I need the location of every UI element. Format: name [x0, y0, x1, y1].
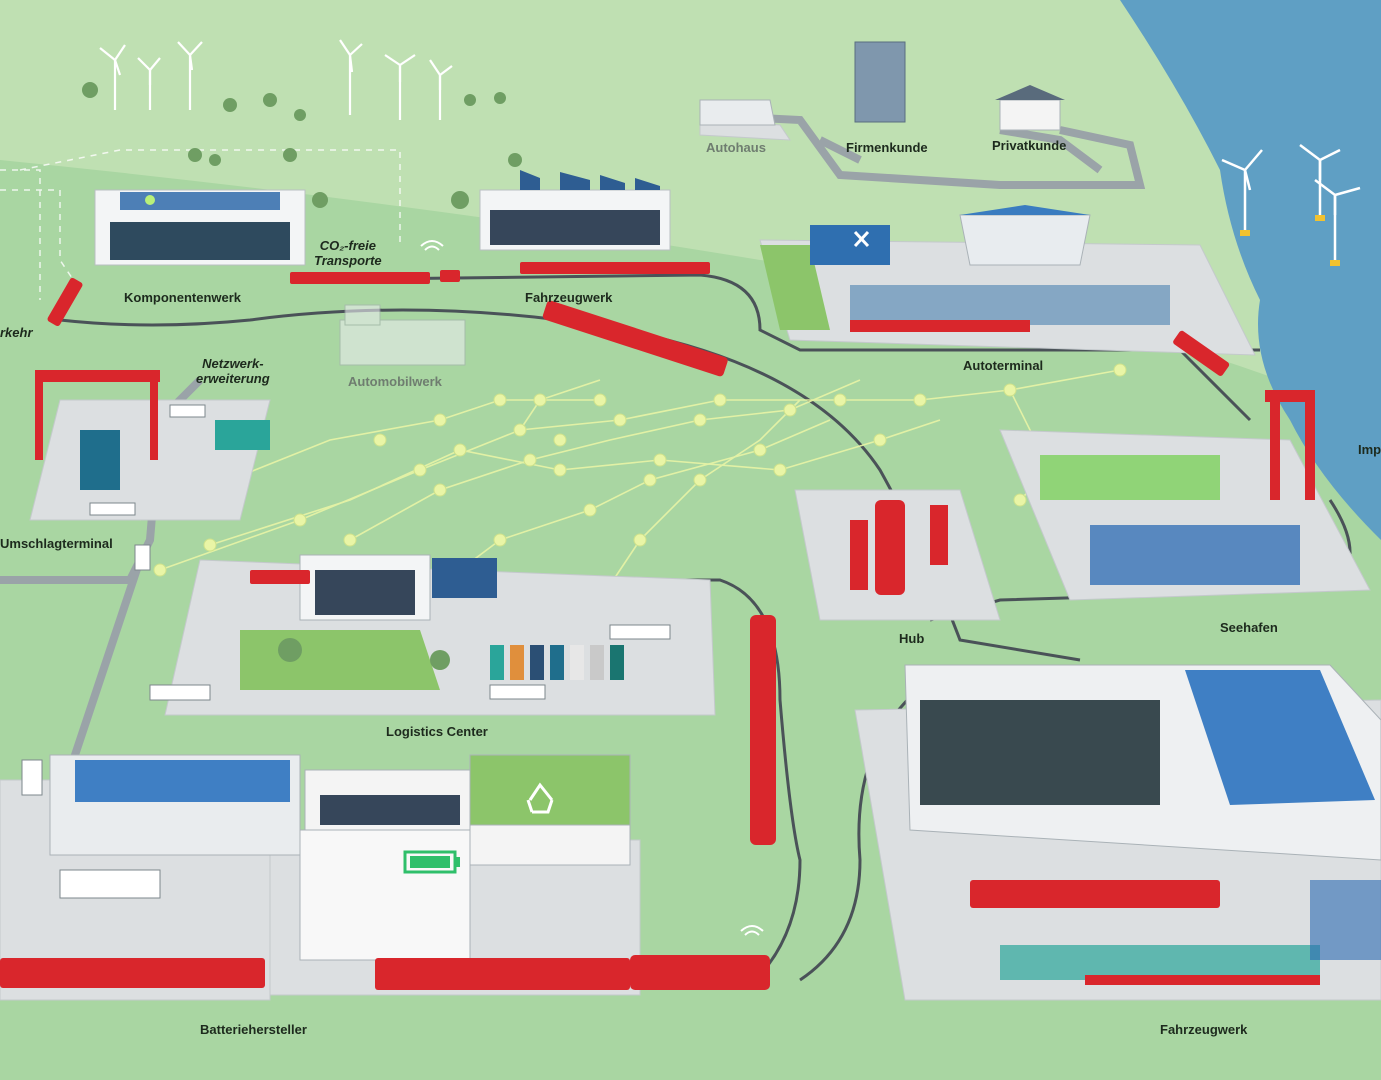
komponentenwerk-building — [94, 189, 306, 266]
label-autoterminal: Autoterminal — [963, 358, 1044, 373]
label-batteriehersteller: Batteriehersteller — [200, 1022, 307, 1037]
label-import: Imp — [1358, 442, 1381, 457]
label-autohaus: Autohaus — [706, 140, 766, 155]
recycle-icon — [526, 782, 554, 814]
netz-line-1: Netzwerk- — [202, 356, 264, 371]
label-co2-transporte: CO₂-freie Transporte — [314, 238, 382, 268]
tools-icon — [853, 230, 870, 248]
data-lines — [0, 149, 401, 300]
green-strip — [760, 245, 830, 330]
label-fahrzeugwerk-bottom: Fahrzeugwerk — [1160, 1022, 1248, 1037]
label-fahrzeugwerk-top: Fahrzeugwerk — [525, 290, 613, 305]
trees — [82, 82, 522, 670]
batteriehersteller-building — [49, 754, 631, 961]
fahrzeugwerk-top-building — [479, 170, 671, 251]
hub-trains — [850, 500, 948, 595]
label-privatkunde: Privatkunde — [992, 138, 1067, 153]
containers-logistics — [490, 645, 624, 680]
label-seehafen: Seehafen — [1220, 620, 1278, 635]
netz-line-2: erweiterung — [196, 371, 270, 386]
seehafen-area — [1040, 390, 1315, 585]
co2-line-2: Transporte — [314, 253, 382, 268]
battery-icon — [403, 850, 460, 874]
wind-turbine-icon — [99, 39, 453, 120]
label-hub: Hub — [899, 631, 925, 646]
label-komponentenwerk: Komponentenwerk — [124, 290, 242, 305]
customer-buildings — [699, 41, 1065, 131]
label-logistics-center: Logistics Center — [386, 724, 488, 739]
network-nodes — [153, 363, 1127, 607]
offshore-wind-turbine-icon — [1221, 144, 1361, 265]
wifi-signal-icon — [420, 240, 764, 936]
turbine-bases — [1240, 215, 1340, 266]
label-automobilwerk: Automobilwerk — [348, 374, 442, 389]
label-netzwerkerweiterung: Netzwerk- erweiterung — [196, 356, 270, 386]
co2-line-1: CO₂-freie — [319, 238, 376, 253]
logistics-center-building — [299, 554, 497, 621]
autoterminal-cars — [850, 285, 1170, 332]
automobilwerk-building — [339, 304, 466, 366]
bottom-cars — [1000, 880, 1381, 985]
fahrzeugwerk-bottom-building — [904, 664, 1381, 861]
label-verkehr: rkehr — [0, 325, 33, 340]
label-umschlagterminal: Umschlagterminal — [0, 536, 113, 551]
trains — [0, 262, 1230, 990]
green-patch — [240, 630, 440, 690]
trucks — [21, 404, 671, 899]
autoterminal-buildings — [810, 205, 1091, 266]
label-firmenkunde: Firmenkunde — [846, 140, 928, 155]
sea — [1120, 0, 1381, 540]
umschlagterminal-crane — [35, 370, 270, 490]
